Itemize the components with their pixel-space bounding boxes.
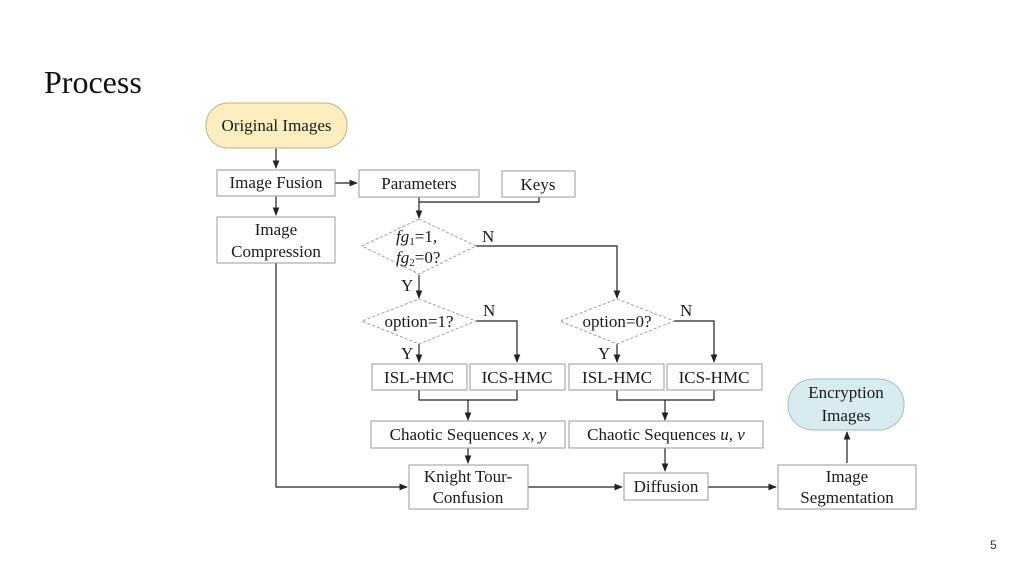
node-ics-hmc-left: ICS-HMC bbox=[469, 363, 566, 391]
arrow-fg-no bbox=[476, 245, 621, 299]
node-segmentation-line2: Segmentation bbox=[800, 488, 894, 507]
node-knight-line2: Confusion bbox=[433, 488, 504, 507]
node-ics-hmc-left-label: ICS-HMC bbox=[482, 368, 553, 387]
line-hmc-join-left bbox=[418, 390, 518, 401]
node-image-segmentation: Image Segmentation bbox=[777, 464, 917, 510]
node-encryption-line1: Encryption bbox=[808, 383, 884, 402]
node-encryption-line2: Images bbox=[821, 406, 870, 425]
slide-title: Process bbox=[44, 64, 142, 100]
node-parameters-label: Parameters bbox=[381, 174, 457, 193]
node-original-images-label: Original Images bbox=[222, 116, 332, 135]
connectors bbox=[272, 148, 851, 491]
node-knight-tour-confusion: Knight Tour- Confusion bbox=[408, 464, 529, 510]
label-opt0-no: N bbox=[680, 301, 692, 320]
node-parameters: Parameters bbox=[358, 169, 480, 198]
arrow-opt0-no bbox=[674, 320, 718, 363]
node-keys: Keys bbox=[501, 170, 576, 198]
node-image-compression-line1: Image bbox=[255, 220, 297, 239]
node-segmentation-line1: Image bbox=[826, 467, 868, 486]
node-original-images: Original Images bbox=[205, 102, 348, 149]
decision-fg: fg1=1, fg2=0? bbox=[360, 218, 478, 275]
node-chaotic-sequences-xy: Chaotic Sequences x, y bbox=[370, 420, 566, 449]
node-isl-hmc-left-label: ISL-HMC bbox=[384, 368, 454, 387]
node-isl-hmc-right-label: ISL-HMC bbox=[582, 368, 652, 387]
label-opt1-yes: Y bbox=[401, 344, 413, 363]
node-diffusion-label: Diffusion bbox=[634, 477, 699, 496]
label-opt0-yes: Y bbox=[598, 344, 610, 363]
label-fg-no: N bbox=[482, 227, 494, 246]
node-ics-hmc-right-label: ICS-HMC bbox=[679, 368, 750, 387]
node-image-fusion: Image Fusion bbox=[216, 169, 336, 197]
node-isl-hmc-right: ISL-HMC bbox=[568, 363, 665, 391]
node-keys-label: Keys bbox=[521, 175, 556, 194]
node-chaotic-sequences-uv: Chaotic Sequences u, v bbox=[568, 420, 764, 449]
node-chaotic-xy-label: Chaotic Sequences x, y bbox=[390, 425, 547, 444]
node-ics-hmc-right: ICS-HMC bbox=[666, 363, 763, 391]
node-chaotic-uv-label: Chaotic Sequences u, v bbox=[587, 425, 745, 444]
node-image-compression-line2: Compression bbox=[231, 242, 321, 261]
decision-option0: option=0? bbox=[558, 298, 676, 345]
decision-option1-label: option=1? bbox=[384, 312, 453, 331]
decision-option1: option=1? bbox=[360, 298, 478, 345]
line-keys-join bbox=[419, 197, 540, 203]
label-fg-yes: Y bbox=[401, 276, 413, 295]
node-encryption-images: Encryption Images bbox=[787, 378, 905, 431]
decision-option0-label: option=0? bbox=[582, 312, 651, 331]
decision-fg-line2: fg2=0? bbox=[396, 248, 440, 269]
node-image-fusion-label: Image Fusion bbox=[229, 173, 323, 192]
decision-fg-line1: fg1=1, bbox=[396, 227, 437, 248]
node-isl-hmc-left: ISL-HMC bbox=[371, 363, 468, 391]
node-diffusion: Diffusion bbox=[623, 472, 709, 501]
label-opt1-no: N bbox=[483, 301, 495, 320]
arrow-opt1-no bbox=[476, 320, 521, 363]
node-image-compression: Image Compression bbox=[216, 216, 336, 264]
line-hmc-join-right bbox=[616, 390, 715, 401]
arrow-compression-to-knight bbox=[275, 263, 408, 491]
page-number: 5 bbox=[990, 538, 997, 552]
node-knight-line1: Knight Tour- bbox=[424, 467, 513, 486]
